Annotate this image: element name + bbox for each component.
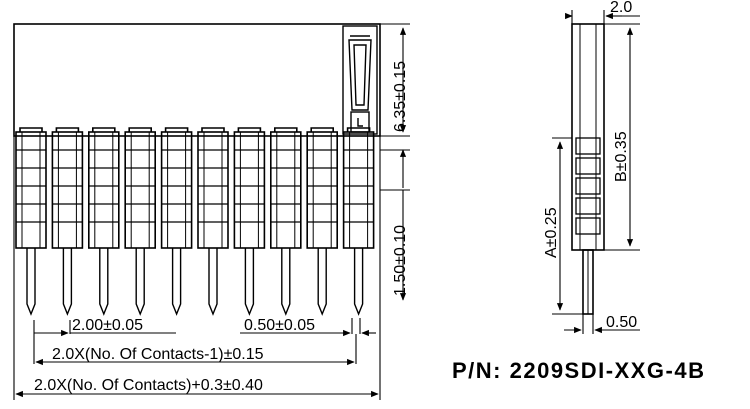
dim-pin: 0.50±0.05	[244, 317, 315, 334]
contact-pin	[353, 248, 364, 316]
side-segment	[575, 197, 601, 215]
side-segment	[575, 157, 601, 175]
dim-side-b: B±0.35	[613, 131, 630, 182]
dim-row-length: 2.0X(No. Of Contacts-1)±0.15	[52, 346, 264, 363]
side-body	[571, 23, 605, 251]
contact-segment	[269, 127, 302, 249]
side-view-dimensions	[552, 10, 640, 334]
contact-pin	[99, 248, 109, 316]
contact-pin	[208, 248, 218, 316]
latch-detail	[342, 25, 378, 135]
side-segment	[575, 137, 601, 155]
side-segment	[575, 217, 601, 235]
dim-height-mid: 1.50±0.10	[392, 225, 409, 296]
dim-height-top: 6.35±0.15	[392, 61, 409, 132]
contact-pin	[26, 248, 36, 316]
contact-pin	[281, 248, 291, 316]
contact-segment	[51, 127, 84, 249]
contact-segment	[233, 127, 266, 249]
side-segment	[575, 177, 601, 195]
contact-segment	[15, 127, 47, 249]
dim-side-a: A±0.25	[543, 207, 560, 258]
contact-segment	[124, 127, 156, 249]
side-contact-segments	[575, 137, 601, 235]
side-view	[571, 23, 605, 315]
front-view	[13, 23, 381, 316]
dim-total-length: 2.0X(No. Of Contacts)+0.3±0.40	[34, 377, 263, 394]
part-number: P/N: 2209SDI-XXG-4B	[452, 358, 706, 383]
housing-body	[13, 23, 381, 137]
contact-pin	[171, 248, 182, 316]
contact-segment	[342, 127, 375, 249]
dim-side-pin: 0.50	[606, 314, 637, 331]
contact-pin	[317, 248, 327, 316]
dim-pitch: 2.00±0.05	[72, 317, 143, 334]
front-view-dimensions	[13, 23, 410, 400]
dim-side-width: 2.0	[610, 0, 632, 16]
contact-segment	[88, 127, 120, 249]
contact-pin	[62, 248, 73, 316]
contact-segment	[197, 127, 229, 249]
contact-pin	[244, 248, 255, 316]
contact-segment	[306, 127, 339, 249]
contact-segment	[160, 127, 193, 249]
contact-segments	[15, 127, 375, 249]
contact-pins	[26, 248, 364, 316]
contact-pin	[135, 248, 145, 316]
